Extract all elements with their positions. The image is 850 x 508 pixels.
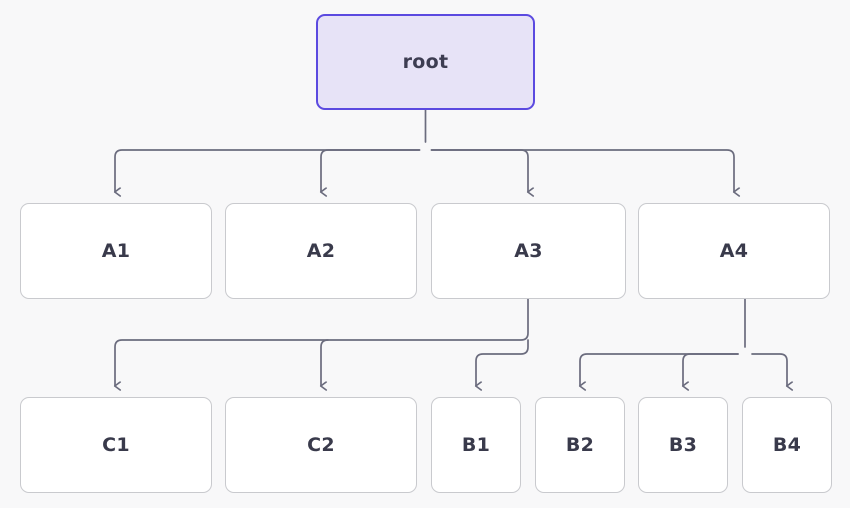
node-label: B3 (668, 433, 698, 456)
node-label: B4 (772, 433, 802, 456)
edge-root-A2 (321, 149, 421, 192)
edge-root-A3 (430, 149, 529, 192)
node-b1[interactable]: B1 (431, 397, 521, 493)
edge-root-A1 (115, 149, 421, 192)
node-label: B2 (565, 433, 595, 456)
node-c2[interactable]: C2 (225, 397, 417, 493)
edge-A3-C2 (321, 339, 329, 386)
node-a4[interactable]: A4 (638, 203, 830, 299)
node-c1[interactable]: C1 (20, 397, 212, 493)
node-b3[interactable]: B3 (638, 397, 728, 493)
node-label: A4 (719, 239, 749, 262)
node-b4[interactable]: B4 (742, 397, 832, 493)
edge-A3-stem (115, 298, 529, 386)
node-a3[interactable]: A3 (431, 203, 626, 299)
node-label: C2 (307, 433, 335, 456)
edge-A4-B2 (580, 353, 739, 386)
edge-A4-B3 (683, 353, 739, 386)
node-label: A3 (514, 239, 543, 262)
node-a1[interactable]: A1 (20, 203, 212, 299)
node-label: A2 (306, 239, 336, 262)
node-b2[interactable]: B2 (535, 397, 625, 493)
node-root[interactable]: root (316, 14, 535, 110)
edge-A3-B1 (476, 339, 529, 386)
node-a2[interactable]: A2 (225, 203, 417, 299)
node-label: B1 (461, 433, 491, 456)
edge-A4-B4 (751, 353, 787, 386)
edge-root-A4 (430, 149, 735, 192)
node-label: root (402, 50, 449, 73)
node-label: A1 (101, 239, 131, 262)
node-label: C1 (102, 433, 130, 456)
